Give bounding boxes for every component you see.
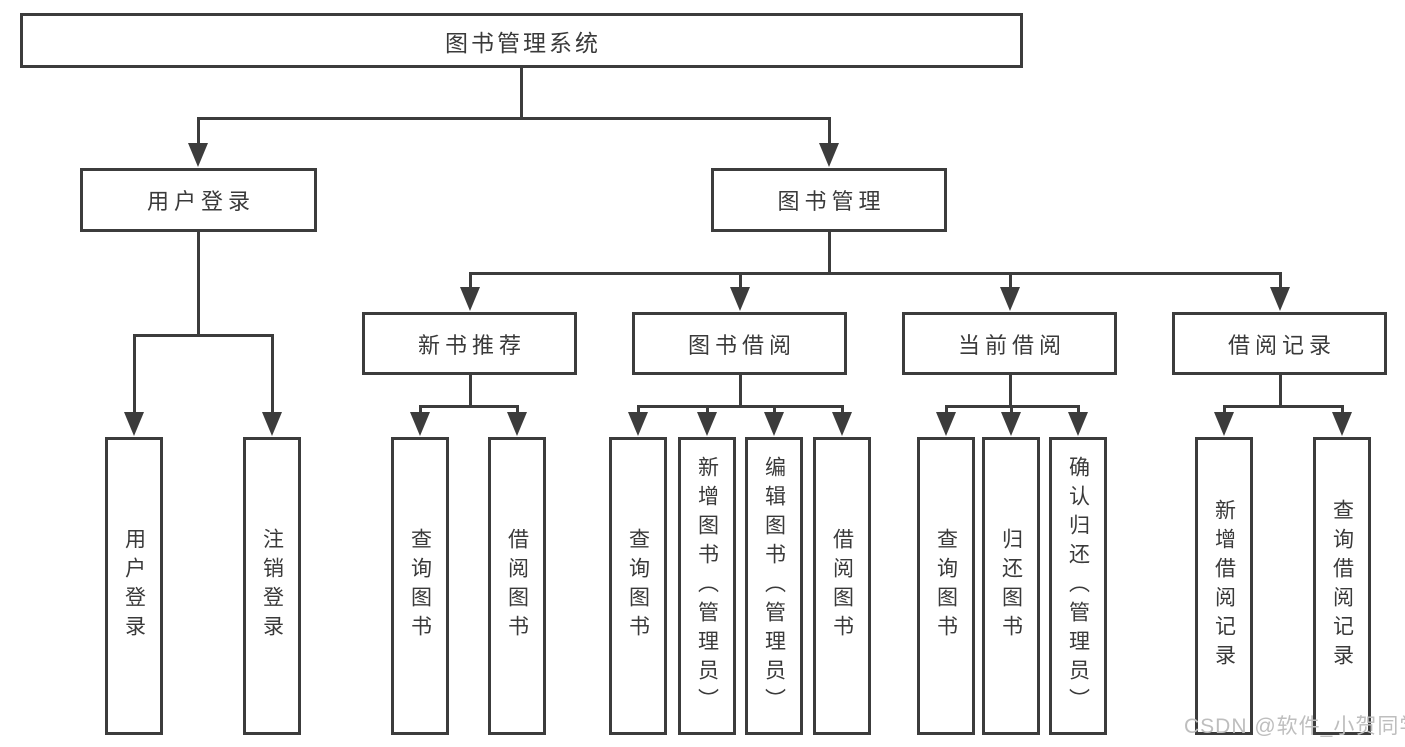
connector-line [738, 374, 742, 408]
arrow-head [460, 287, 480, 311]
arrow-head [730, 287, 750, 311]
connector-line [1278, 273, 1282, 291]
leaf-borrow-books-recommend-label: 借阅图书 [505, 528, 529, 644]
connector-line [1222, 404, 1344, 408]
connector-line [132, 335, 136, 416]
connector-line [196, 118, 200, 147]
connector-line [636, 406, 640, 416]
arrow-head [628, 412, 648, 436]
leaf-logout: 注销登录 [243, 437, 301, 735]
connector-line [1222, 406, 1226, 416]
connector-line [196, 231, 200, 337]
node-library-system: 图书管理系统 [20, 13, 1023, 68]
arrow-head [936, 412, 956, 436]
arrow-head [1214, 412, 1234, 436]
connector-line [1009, 406, 1013, 416]
connector-line [132, 333, 274, 337]
arrow-head [1068, 412, 1088, 436]
leaf-query-borrow-record-label: 查询借阅记录 [1330, 499, 1354, 673]
arrow-head [124, 412, 144, 436]
connector-line [840, 406, 844, 416]
node-book-borrow-label: 图书借阅 [687, 332, 796, 358]
node-book-management-label: 图书管理 [777, 189, 886, 214]
node-user-login-label: 用户登录 [146, 189, 255, 214]
leaf-logout-label: 注销登录 [260, 528, 284, 644]
arrow-head [1332, 412, 1352, 436]
csdn-watermark: CSDN @软件_小贺同学 [1184, 715, 1405, 738]
node-book-management: 图书管理 [711, 168, 947, 232]
arrow-head [262, 412, 282, 436]
leaf-confirm-return-admin-label: 确认归还（管理员） [1066, 455, 1090, 717]
leaf-add-borrow-record-label: 新增借阅记录 [1212, 499, 1236, 673]
node-current-borrow-label: 当前借阅 [957, 332, 1066, 358]
arrow-head [1001, 412, 1021, 436]
arrow-head [832, 412, 852, 436]
leaf-query-books-borrow-label: 查询图书 [626, 528, 650, 644]
connector-line [827, 118, 831, 147]
arrow-head [188, 143, 208, 167]
arrow-head [410, 412, 430, 436]
leaf-borrow-books-recommend: 借阅图书 [488, 437, 546, 735]
connector-line [468, 273, 472, 291]
connector-line [270, 335, 274, 416]
node-new-book-recommend-label: 新书推荐 [417, 332, 526, 358]
leaf-add-borrow-record: 新增借阅记录 [1195, 437, 1253, 735]
arrow-head [507, 412, 527, 436]
node-new-book-recommend: 新书推荐 [362, 312, 577, 375]
connector-line [468, 374, 472, 408]
connector-line [1278, 374, 1282, 408]
arrow-head [1270, 287, 1290, 311]
leaf-query-books-recommend-label: 查询图书 [408, 528, 432, 644]
leaf-user-login-label: 用户登录 [122, 528, 146, 644]
node-borrow-records: 借阅记录 [1172, 312, 1387, 375]
connector-line [827, 231, 831, 275]
node-library-system-label: 图书管理系统 [445, 29, 601, 56]
node-book-borrow: 图书借阅 [632, 312, 847, 375]
leaf-borrow-books-borrow-label: 借阅图书 [830, 528, 854, 644]
connector-line [515, 406, 519, 416]
connector-line [468, 271, 1282, 275]
connector-line [418, 406, 422, 416]
node-borrow-records-label: 借阅记录 [1227, 332, 1336, 358]
arrow-head [697, 412, 717, 436]
leaf-query-books-borrow: 查询图书 [609, 437, 667, 735]
connector-line [636, 404, 844, 408]
leaf-query-borrow-record: 查询借阅记录 [1313, 437, 1371, 735]
connector-line [772, 406, 776, 416]
connector-line [1340, 406, 1344, 416]
arrow-head [764, 412, 784, 436]
leaf-query-books-current: 查询图书 [917, 437, 975, 735]
connector-line [1008, 374, 1012, 408]
connector-line [738, 273, 742, 291]
connector-line [196, 116, 831, 120]
leaf-add-book-admin: 新增图书（管理员） [678, 437, 736, 735]
node-current-borrow: 当前借阅 [902, 312, 1117, 375]
leaf-return-books: 归还图书 [982, 437, 1040, 735]
arrow-head [1000, 287, 1020, 311]
node-user-login: 用户登录 [80, 168, 317, 232]
leaf-query-books-current-label: 查询图书 [934, 528, 958, 644]
connector-line [705, 406, 709, 416]
leaf-query-books-recommend: 查询图书 [391, 437, 449, 735]
connector-line [1008, 273, 1012, 291]
leaf-edit-book-admin-label: 编辑图书（管理员） [762, 455, 786, 717]
leaf-add-book-admin-label: 新增图书（管理员） [695, 455, 719, 717]
connector-line [418, 404, 519, 408]
leaf-user-login: 用户登录 [105, 437, 163, 735]
leaf-edit-book-admin: 编辑图书（管理员） [745, 437, 803, 735]
connector-line [944, 406, 948, 416]
connector-line [1076, 406, 1080, 416]
leaf-confirm-return-admin: 确认归还（管理员） [1049, 437, 1107, 735]
leaf-borrow-books-borrow: 借阅图书 [813, 437, 871, 735]
leaf-return-books-label: 归还图书 [999, 528, 1023, 644]
arrow-head [819, 143, 839, 167]
connector-line [519, 68, 523, 120]
